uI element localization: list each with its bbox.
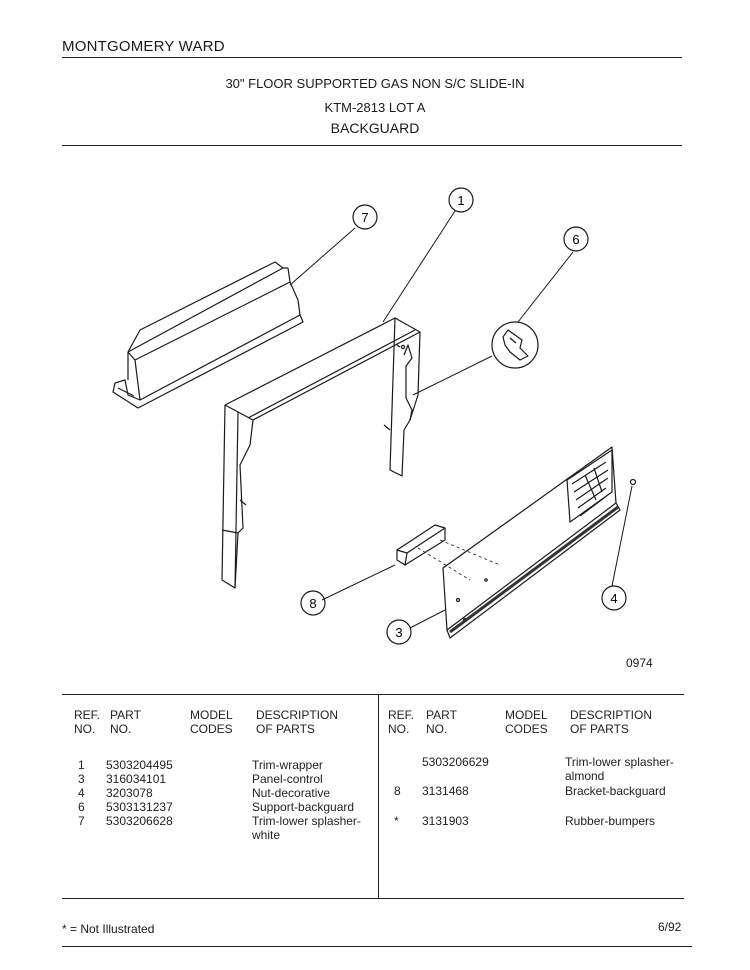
header-rule-top <box>62 57 682 58</box>
footnote-not-illustrated: * = Not Illustrated <box>62 922 155 936</box>
table-row-right-1-part: 3131468 <box>422 784 469 798</box>
table-row-left-4-desc-cont: white <box>252 828 281 842</box>
table-row-left-0-ref: 1 <box>78 758 85 772</box>
table-row-right-2-part: 3131903 <box>422 814 469 828</box>
table-row-right-1-ref: 8 <box>394 784 401 798</box>
table-row-left-2-desc: Nut-decorative <box>252 786 331 800</box>
callout-4: 4 <box>610 591 617 606</box>
callout-7: 7 <box>361 210 368 225</box>
header-ref-right: REF.NO. <box>388 708 415 736</box>
table-row-left-1-desc: Panel-control <box>252 772 323 786</box>
section-title: BACKGUARD <box>330 120 420 136</box>
assembly-guides <box>417 539 501 581</box>
table-row-left-2-part: 3203078 <box>106 786 153 800</box>
part-4-nut-decorative <box>629 478 637 486</box>
table-row-right-2-ref: * <box>394 814 399 828</box>
part-3-panel-control <box>442 446 621 639</box>
model-number: KTM-2813 LOT A <box>324 100 426 115</box>
table-row-left-3-part: 5303131237 <box>106 800 173 814</box>
brand-name: MONTGOMERY WARD <box>62 38 225 55</box>
header-ref-left: REF.NO. <box>74 708 101 736</box>
leader-lines <box>289 210 633 629</box>
table-row-right-0-desc: Trim-lower splasher- <box>565 755 674 769</box>
figure-number: 0974 <box>626 656 653 670</box>
parts-diagram: 1 7 6 8 3 4 <box>112 187 637 645</box>
table-rule-bottom <box>62 898 684 899</box>
table-row-left-2-ref: 4 <box>78 786 85 800</box>
table-row-left-1-ref: 3 <box>78 772 85 786</box>
part-7-trim-lower-splasher <box>112 261 304 409</box>
table-row-left-4-desc: Trim-lower splasher- <box>252 814 361 828</box>
page-title: 30" FLOOR SUPPORTED GAS NON S/C SLIDE-IN <box>225 76 525 91</box>
table-center-divider <box>378 694 379 898</box>
table-row-left-3-desc: Support-backguard <box>252 800 355 814</box>
callout-8: 8 <box>309 596 316 611</box>
part-1-trim-wrapper <box>221 317 421 589</box>
table-rule-top <box>62 694 684 695</box>
callout-6: 6 <box>572 232 579 247</box>
header-rule-bottom <box>62 145 682 146</box>
part-8-bracket-backguard <box>396 524 446 566</box>
table-row-left-0-part: 5303204495 <box>106 758 173 772</box>
table-row-right-0-part: 5303206629 <box>422 755 489 769</box>
revision-date: 6/92 <box>658 920 682 934</box>
table-row-right-2-desc: Rubber-bumpers <box>565 814 656 828</box>
callout-3: 3 <box>395 625 402 640</box>
table-row-left-0-desc: Trim-wrapper <box>252 758 323 772</box>
footer-rule <box>62 946 692 947</box>
table-row-right-0-desc-cont: almond <box>565 769 605 783</box>
table-row-left-3-ref: 6 <box>78 800 85 814</box>
table-row-left-4-ref: 7 <box>78 814 85 828</box>
table-row-left-4-part: 5303206628 <box>106 814 173 828</box>
part-6-support-backguard <box>491 321 539 369</box>
table-row-right-1-desc: Bracket-backguard <box>565 784 666 798</box>
callout-1: 1 <box>457 193 464 208</box>
table-row-left-1-part: 316034101 <box>106 772 167 786</box>
